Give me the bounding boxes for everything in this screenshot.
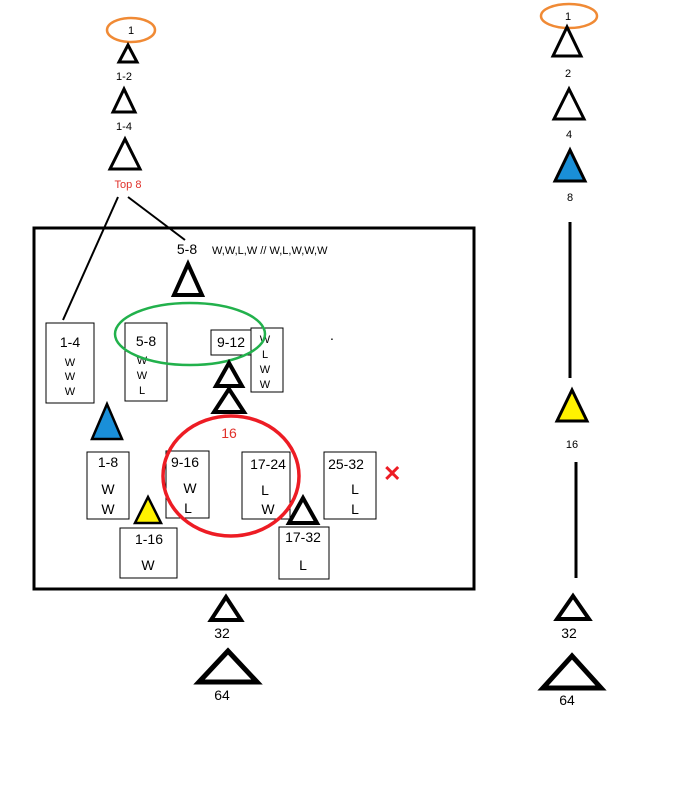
label-1-2: 1-2 [116, 71, 132, 83]
box-9-12-range: 9-12 [217, 334, 245, 350]
triangle-1-2 [116, 41, 140, 64]
box-9-12-result: W [260, 334, 271, 346]
eliminated-x-icon: ✕ [383, 461, 401, 486]
box-9-12-result: L [262, 349, 268, 361]
yellow-triangle-left [132, 494, 164, 525]
box-9-12-result: W [260, 379, 271, 391]
box-25-32-result: L [351, 481, 359, 497]
triangle-64-right [537, 652, 607, 691]
label-8-right: 8 [567, 192, 573, 204]
connector-top8-to-1-4 [62, 196, 119, 321]
green-ellipse [113, 301, 267, 367]
box-9-16-result: L [184, 500, 192, 516]
box-1-16-range: 1-16 [135, 531, 163, 547]
box-9-16-result: W [183, 480, 197, 496]
connector-top8-to-5-8 [127, 196, 186, 241]
box-9-12-results [250, 327, 284, 393]
triangle-32-left [207, 593, 245, 622]
triangle-5-8 [170, 259, 206, 297]
yellow-triangle-right [554, 386, 590, 423]
box-5-8-result: W [137, 355, 148, 367]
label-32-left: 32 [214, 625, 230, 641]
red-circle [161, 414, 301, 538]
dot-mark: . [330, 327, 334, 343]
top-label-right: 1 [565, 11, 571, 23]
box-5-8-result: W [137, 370, 148, 382]
box-25-32-range: 25-32 [328, 456, 364, 472]
box-1-4 [45, 322, 95, 404]
box-17-32-result: L [299, 557, 307, 573]
box-1-8-result: W [101, 481, 115, 497]
label-2-right: 2 [565, 68, 571, 80]
box-5-8-range: 5-8 [136, 333, 156, 349]
box-25-32-result: L [351, 501, 359, 517]
label-32-right: 32 [561, 625, 577, 641]
label-64-left: 64 [214, 687, 230, 703]
orange-circle-top-left [105, 16, 157, 44]
box-1-8-range: 1-8 [98, 454, 118, 470]
header-5-8: 5-8 [177, 241, 197, 257]
box-1-4-result: W [65, 371, 76, 383]
triangle-top-8 [107, 135, 143, 171]
triangle-4-right [551, 85, 587, 121]
box-1-4-result: W [65, 357, 76, 369]
box-1-4-result: W [65, 386, 76, 398]
box-17-32-range: 17-32 [285, 529, 321, 545]
label-16-right: 16 [566, 439, 578, 451]
triangle-2-right [550, 23, 584, 58]
label-64-right: 64 [559, 692, 575, 708]
triangle-1-4 [110, 85, 138, 114]
triangle-32-right [553, 592, 593, 621]
box-25-32 [323, 451, 377, 520]
box-1-4-range: 1-4 [60, 334, 80, 350]
box-1-8 [86, 451, 130, 520]
top-label-left: 1 [128, 25, 134, 37]
box-17-24-range: 17-24 [250, 456, 286, 472]
label-16-left: 16 [221, 425, 237, 441]
triangle-17-32 [285, 493, 321, 525]
label-4-right: 4 [566, 129, 572, 141]
box-1-16 [119, 527, 178, 579]
box-17-32 [278, 526, 330, 580]
label-top-8: Top 8 [115, 179, 142, 191]
box-9-12-result: W [260, 364, 271, 376]
box-9-16-range: 9-16 [171, 454, 199, 470]
blue-triangle-left [90, 400, 124, 441]
box-17-24-result: L [261, 482, 269, 498]
box-17-24-result: W [261, 501, 275, 517]
label-1-4: 1-4 [116, 121, 132, 133]
triangle-stack-lower [210, 385, 248, 414]
box-17-24 [241, 451, 291, 520]
triangle-64-left [193, 647, 263, 685]
header-results: W,W,L,W // W,L,W,W,W [212, 245, 328, 257]
triangle-stack-upper [212, 358, 246, 388]
blue-triangle-right [552, 146, 588, 183]
box-5-8-result: L [139, 385, 145, 397]
box-1-8-result: W [101, 501, 115, 517]
box-1-16-result: W [141, 557, 155, 573]
main-frame [32, 226, 476, 591]
